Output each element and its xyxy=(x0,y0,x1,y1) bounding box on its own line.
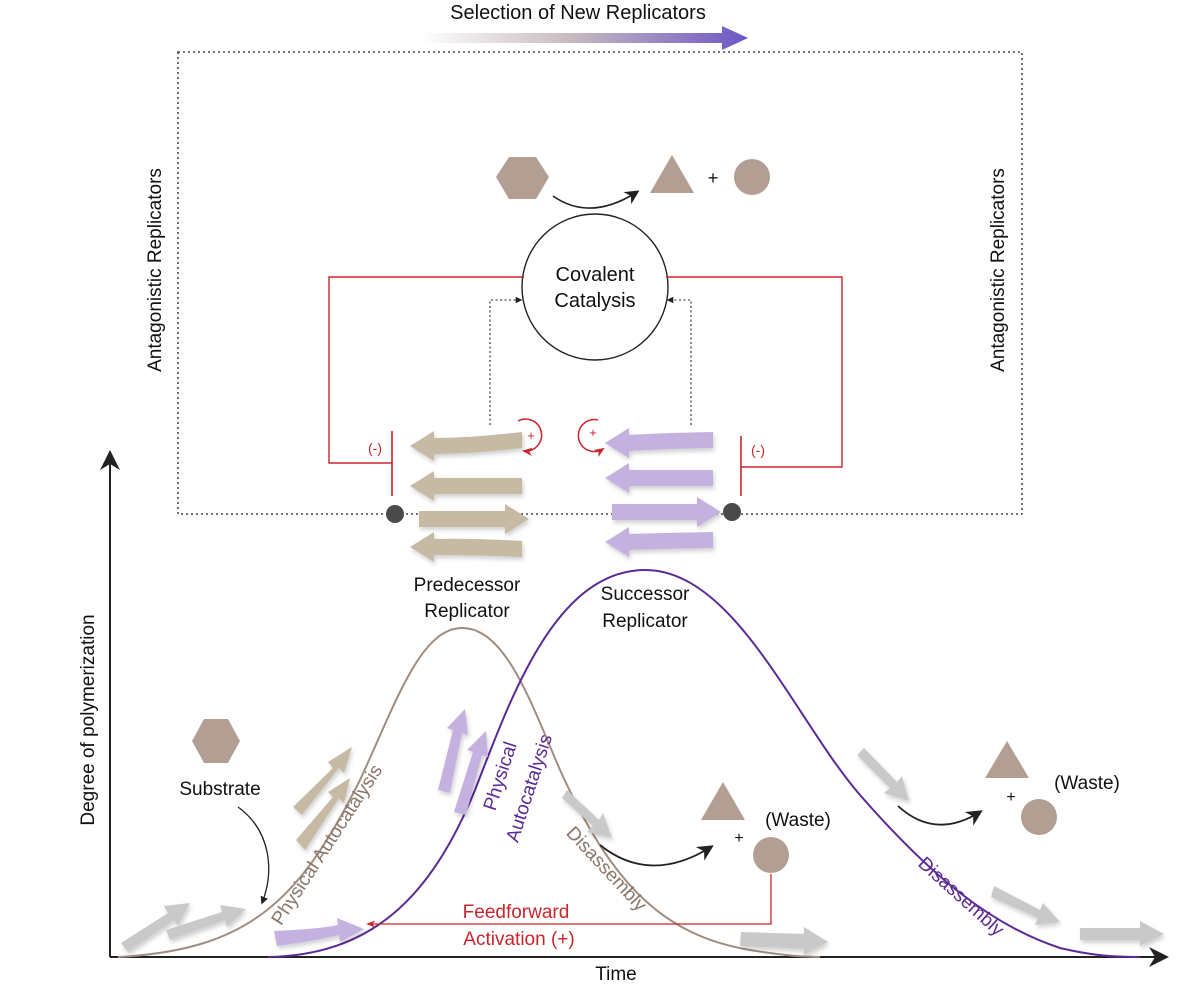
successor-label-1: Successor xyxy=(601,584,690,605)
successor-strand-1 xyxy=(605,428,713,458)
minus-left: (-) xyxy=(368,440,382,456)
autocatalysis-arc-right xyxy=(577,418,605,458)
y-axis-label: Degree of polymerization xyxy=(78,614,99,825)
covalent-catalysis-circle xyxy=(521,213,669,361)
flow-arrows-grey xyxy=(121,748,1164,955)
predecessor-label-2: Replicator xyxy=(424,601,510,622)
feedforward-label-2: Activation (+) xyxy=(463,929,574,950)
predecessor-curve xyxy=(117,626,821,958)
flow-arrow-5 xyxy=(857,748,909,801)
substrate-label: Substrate xyxy=(179,779,260,800)
predecessor-strand-1 xyxy=(410,431,522,461)
waste-circle-1-icon xyxy=(753,837,789,873)
antagonistic-label-left: Antagonistic Replicators xyxy=(145,168,166,372)
successor-stack xyxy=(605,428,721,557)
inhibition-line-right xyxy=(666,276,843,468)
successor-label-2: Replicator xyxy=(602,611,688,632)
disassembly-label-predecessor: Disassembly xyxy=(562,823,651,916)
predecessor-stack xyxy=(410,431,529,562)
flow-arrow-6 xyxy=(991,886,1060,925)
plus-left-arc: + xyxy=(527,428,535,443)
autocatalysis-arc-left xyxy=(517,418,543,457)
waste-arrow-2 xyxy=(897,805,983,826)
successor-curve xyxy=(267,568,1141,958)
beige-up-arrow-2 xyxy=(296,778,350,850)
successor-strand-3 xyxy=(612,497,721,527)
lavender-up-arrow-2 xyxy=(454,731,488,815)
flow-arrow-2 xyxy=(166,905,246,940)
x-axis-label: Time xyxy=(595,964,637,984)
flow-arrow-3 xyxy=(562,790,612,838)
antagonistic-box xyxy=(177,51,1023,515)
predecessor-strand-3 xyxy=(419,504,529,534)
predecessor-strand-4 xyxy=(410,532,522,562)
circle-product-top-icon xyxy=(734,159,770,195)
substrate-arrow xyxy=(237,806,270,905)
hexagon-substrate-top-icon xyxy=(496,157,549,199)
title: Selection of New Replicators xyxy=(450,2,706,24)
waste-label-2: (Waste) xyxy=(1054,773,1120,794)
waste-plus-1: + xyxy=(734,830,743,847)
waste-triangle-2-icon xyxy=(985,741,1029,778)
triangle-product-top-icon xyxy=(650,155,694,193)
covalent-label-2: Catalysis xyxy=(554,290,635,312)
flow-arrow-1 xyxy=(121,903,190,952)
waste-triangle-1-icon xyxy=(701,782,745,820)
waste-arrow-1 xyxy=(599,844,714,867)
waste-circle-2-icon xyxy=(1021,799,1057,835)
covalent-label-1: Covalent xyxy=(556,264,635,286)
waste-label-1: (Waste) xyxy=(765,810,831,831)
plus-right-arc: + xyxy=(589,425,597,440)
successor-strand-2 xyxy=(605,463,713,493)
waste-plus-2: + xyxy=(1006,789,1015,806)
covalent-reaction-arrow xyxy=(552,190,640,209)
flow-arrow-4 xyxy=(740,927,828,955)
lavender-flat-arrow xyxy=(274,918,364,946)
predecessor-node xyxy=(386,505,404,523)
physical-autocatalysis-label: Physical Autocatalysis xyxy=(268,761,387,929)
substrate-hexagon-icon xyxy=(192,719,240,763)
antagonistic-label-right: Antagonistic Replicators xyxy=(988,168,1009,372)
feedforward-line xyxy=(366,874,772,928)
feedforward-label-1: Feedforward xyxy=(463,902,570,923)
minus-right: (-) xyxy=(751,442,765,458)
flow-arrow-7 xyxy=(1080,921,1164,946)
dotted-arrow-left xyxy=(489,296,523,425)
successor-strand-4 xyxy=(605,527,713,557)
selection-arrow xyxy=(420,26,748,50)
lavender-up-arrow-1 xyxy=(438,709,468,793)
dotted-arrow-right xyxy=(666,296,692,425)
successor-autocatalysis-arrows xyxy=(274,709,488,946)
inhibition-line-left xyxy=(328,276,524,464)
predecessor-autocatalysis-arrows xyxy=(293,747,352,850)
plus-top: + xyxy=(708,168,719,188)
predecessor-strand-2 xyxy=(410,471,522,501)
predecessor-label-1: Predecessor xyxy=(414,575,521,596)
beige-up-arrow-1 xyxy=(293,747,352,815)
successor-node xyxy=(723,503,741,521)
